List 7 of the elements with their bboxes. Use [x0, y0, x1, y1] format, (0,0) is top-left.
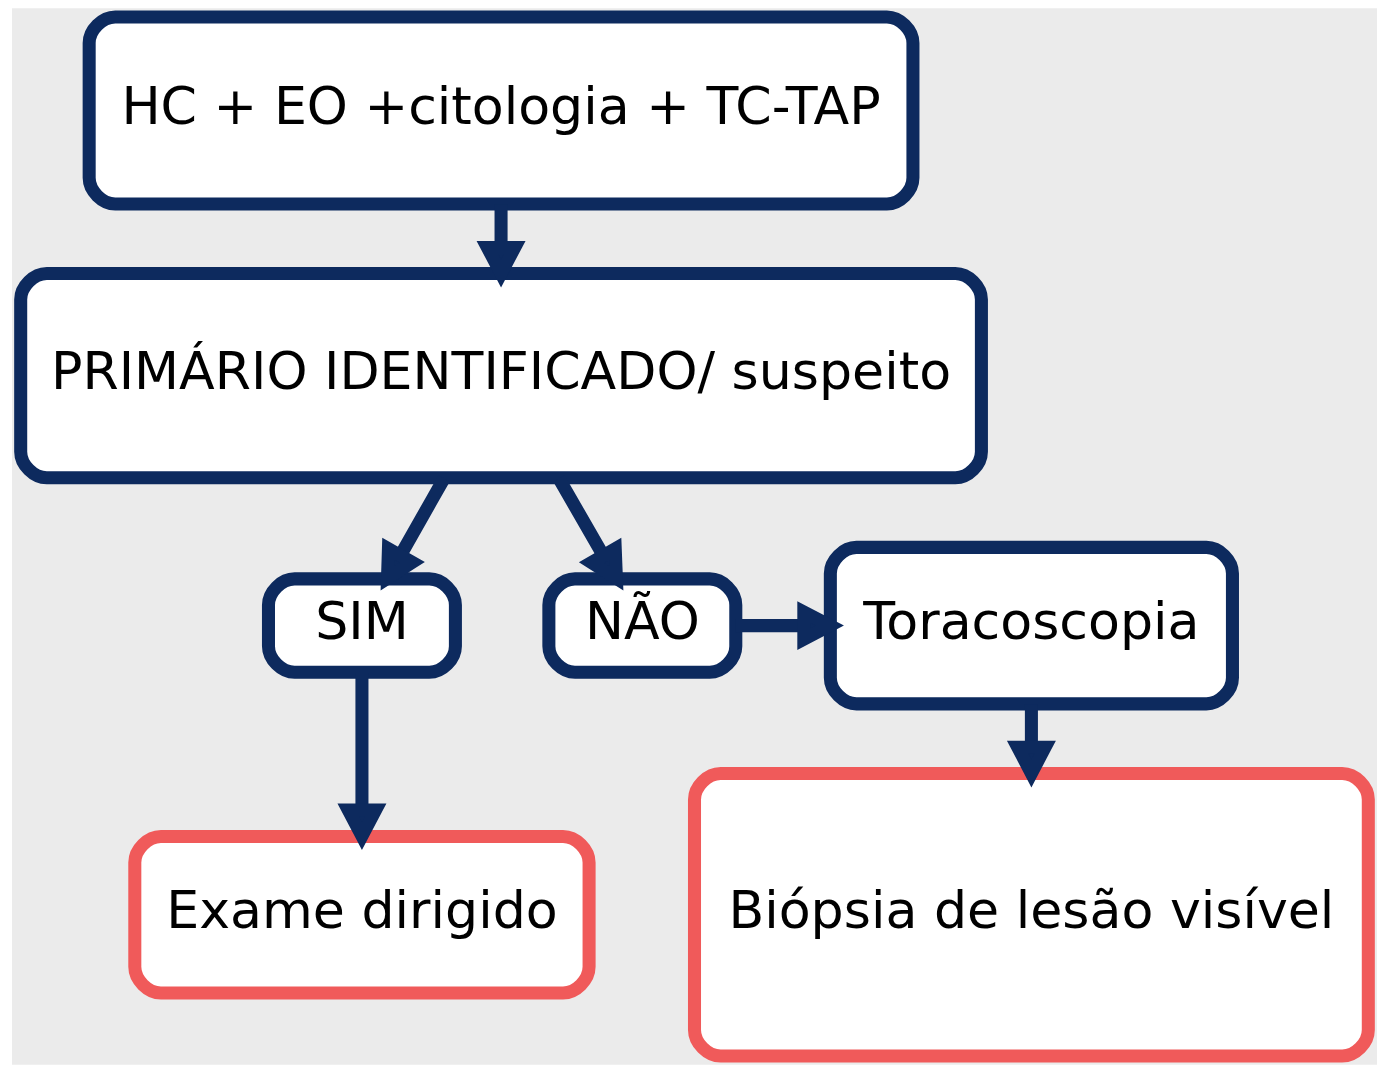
node-box: NÃO: [542, 572, 743, 679]
node-box: Toracoscopia: [823, 540, 1239, 711]
node-box: SIM: [261, 572, 462, 679]
node-box: PRIMÁRIO IDENTIFICADO/ suspeito: [14, 267, 988, 485]
node-box: Exame dirigido: [128, 829, 596, 1000]
node-box: Biópsia de lesão visível: [688, 766, 1375, 1063]
node-box: HC + EO +citologia + TC-TAP: [82, 10, 920, 211]
